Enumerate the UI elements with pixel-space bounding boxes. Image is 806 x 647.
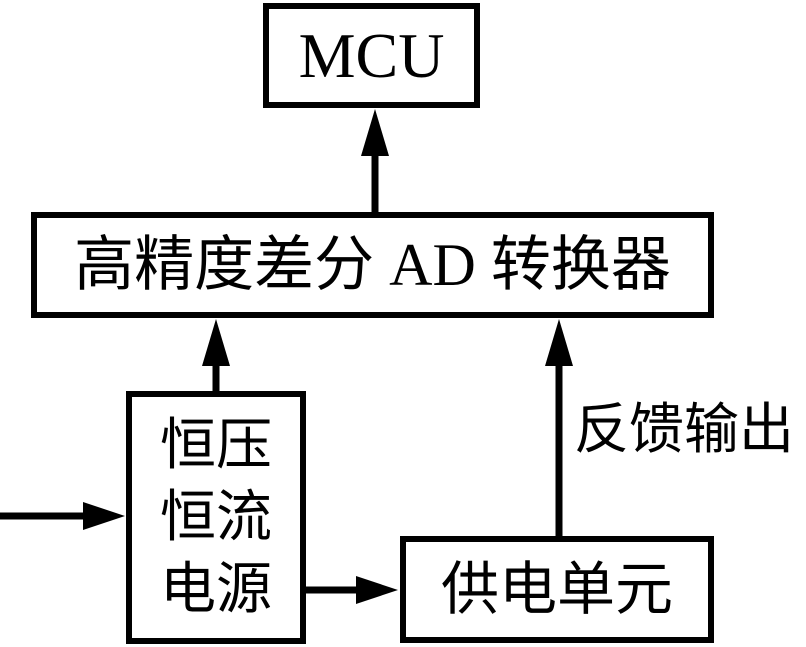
power-source-node: 恒压 恒流 电源	[126, 391, 306, 644]
mcu-label: MCU	[298, 19, 445, 91]
arrow-supply-unit-to-adc	[545, 319, 573, 537]
mcu-node: MCU	[263, 3, 480, 108]
arrow-power-source-to-supply-unit	[303, 576, 398, 604]
feedback-output-label: 反馈输出	[574, 399, 795, 460]
supply-unit-node: 供电单元	[400, 536, 714, 643]
arrow-input-to-power-source	[0, 502, 125, 530]
arrow-adc-to-mcu	[361, 109, 389, 214]
arrow-power-source-to-adc	[202, 319, 230, 392]
adc-node: 高精度差分 AD 转换器	[31, 212, 714, 318]
supply-unit-label: 供电单元	[440, 556, 673, 622]
adc-label: 高精度差分 AD 转换器	[74, 232, 671, 298]
power-source-label: 恒压 恒流 电源	[160, 414, 272, 621]
